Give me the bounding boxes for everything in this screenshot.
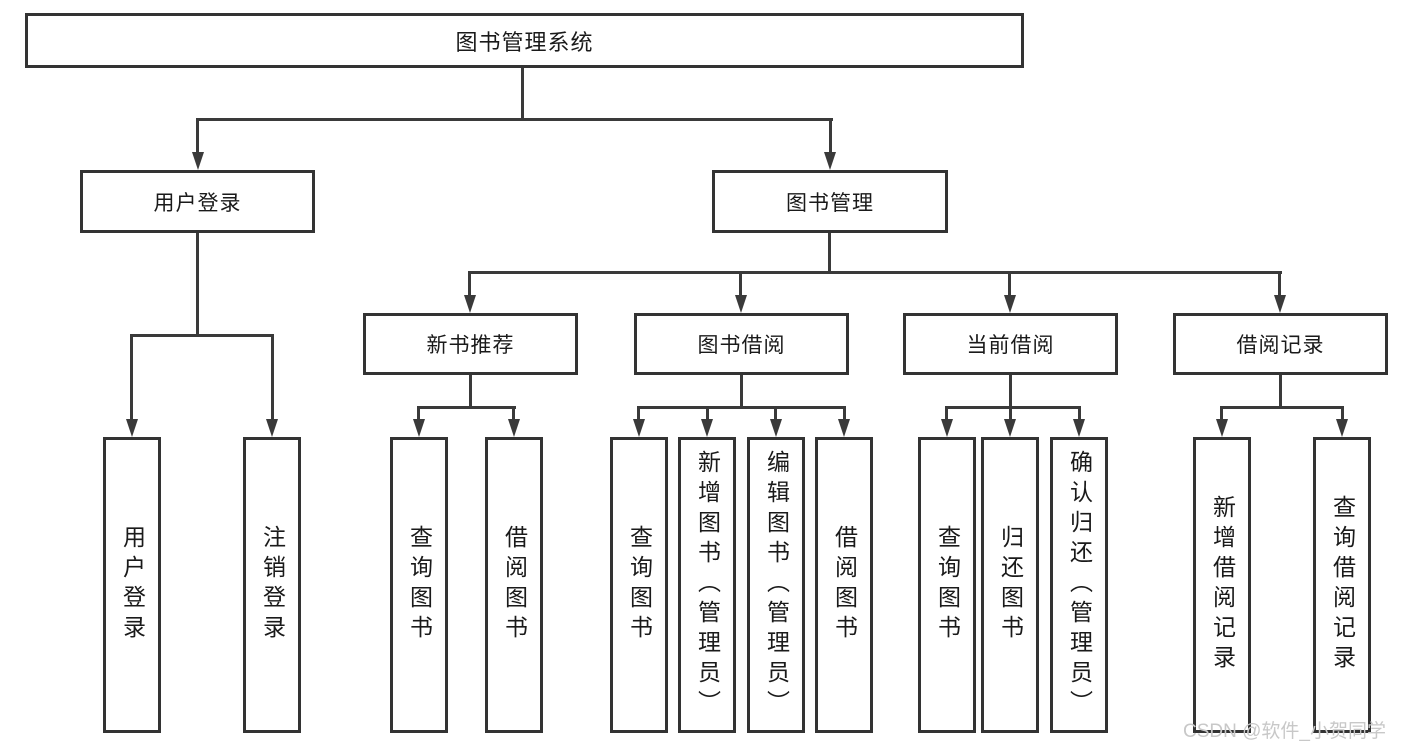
leaf-edit-books-admin: 编辑图书（管理员） (747, 437, 805, 733)
connector-line (637, 406, 640, 423)
leaf-add-borrow-record: 新增借阅记录 (1193, 437, 1251, 733)
arrow-down-icon (701, 419, 713, 437)
node-label: 归还图书 (997, 525, 1024, 645)
node-library-management-system: 图书管理系统 (25, 13, 1024, 68)
connector-line (1220, 406, 1344, 409)
connector-line (637, 406, 846, 409)
node-label: 借阅图书 (501, 525, 528, 645)
connector-line (1009, 375, 1012, 409)
arrow-down-icon (1216, 419, 1228, 437)
node-label: 借阅记录 (1236, 334, 1325, 357)
arrow-down-icon (1336, 419, 1348, 437)
node-label: 查询图书 (406, 525, 433, 645)
arrow-down-icon (735, 295, 747, 313)
arrow-down-icon (633, 419, 645, 437)
connector-line (468, 271, 471, 298)
leaf-return-books: 归还图书 (981, 437, 1039, 733)
connector-line (828, 233, 831, 274)
connector-line (196, 118, 199, 156)
connector-line (130, 334, 133, 422)
node-book-borrowing: 图书借阅 (634, 313, 849, 375)
leaf-user-login: 用户登录 (103, 437, 161, 733)
arrow-down-icon (413, 419, 425, 437)
watermark: CSDN @软件_小贺同学 (1183, 721, 1386, 742)
connector-line (1008, 271, 1011, 298)
connector-line (1341, 406, 1344, 423)
connector-line (468, 271, 1282, 274)
node-label: 用户登录 (119, 525, 146, 645)
arrow-down-icon (770, 419, 782, 437)
arrow-down-icon (508, 419, 520, 437)
node-user-login: 用户登录 (80, 170, 315, 233)
node-label: 新增图书（管理员） (694, 450, 721, 720)
node-label: 查询图书 (934, 525, 961, 645)
connector-line (1009, 406, 1012, 423)
connector-line (271, 334, 274, 422)
connector-line (843, 406, 846, 423)
leaf-logout: 注销登录 (243, 437, 301, 733)
leaf-query-books-1: 查询图书 (390, 437, 448, 733)
arrow-down-icon (838, 419, 850, 437)
leaf-query-borrow-record: 查询借阅记录 (1313, 437, 1371, 733)
node-label: 注销登录 (259, 525, 286, 645)
node-label: 新书推荐 (426, 334, 515, 357)
connector-line (1279, 375, 1282, 409)
connector-line (774, 406, 777, 423)
connector-line (945, 406, 1081, 409)
connector-line (945, 406, 948, 423)
node-label: 用户登录 (153, 191, 242, 215)
arrow-down-icon (1004, 419, 1016, 437)
connector-line (417, 406, 516, 409)
connector-line (740, 375, 743, 409)
node-new-book-recommendation: 新书推荐 (363, 313, 578, 375)
node-book-management: 图书管理 (712, 170, 948, 233)
connector-line (739, 271, 742, 298)
leaf-add-books-admin: 新增图书（管理员） (678, 437, 736, 733)
node-label: 查询借阅记录 (1329, 495, 1356, 675)
arrow-down-icon (192, 152, 204, 170)
node-label: 图书管理系统 (455, 29, 594, 55)
node-label: 借阅图书 (831, 525, 858, 645)
leaf-borrow-books-2: 借阅图书 (815, 437, 873, 733)
arrow-down-icon (824, 152, 836, 170)
leaf-query-books-3: 查询图书 (918, 437, 976, 733)
node-label: 图书借阅 (697, 334, 786, 357)
arrow-down-icon (1073, 419, 1085, 437)
arrow-down-icon (1274, 295, 1286, 313)
leaf-query-books-2: 查询图书 (610, 437, 668, 733)
leaf-confirm-return-admin: 确认归还（管理员） (1050, 437, 1108, 733)
connector-line (196, 118, 833, 121)
node-label: 查询图书 (626, 525, 653, 645)
connector-line (1220, 406, 1223, 423)
connector-line (196, 233, 199, 337)
connector-line (1278, 271, 1281, 298)
connector-line (469, 375, 472, 409)
node-current-borrowing: 当前借阅 (903, 313, 1118, 375)
arrow-down-icon (266, 419, 278, 437)
connector-line (1078, 406, 1081, 423)
node-label: 确认归还（管理员） (1066, 450, 1093, 720)
connector-line (130, 334, 274, 337)
arrow-down-icon (464, 295, 476, 313)
connector-line (512, 406, 515, 423)
arrow-down-icon (941, 419, 953, 437)
node-label: 图书管理 (786, 191, 874, 215)
node-label: 当前借阅 (966, 334, 1055, 357)
node-label: 编辑图书（管理员） (763, 450, 790, 720)
connector-line (706, 406, 709, 423)
arrow-down-icon (126, 419, 138, 437)
connector-line (417, 406, 420, 423)
node-borrowing-records: 借阅记录 (1173, 313, 1388, 375)
connector-line (521, 68, 524, 120)
leaf-borrow-books-1: 借阅图书 (485, 437, 543, 733)
arrow-down-icon (1004, 295, 1016, 313)
connector-line (829, 118, 832, 156)
node-label: 新增借阅记录 (1209, 495, 1236, 675)
